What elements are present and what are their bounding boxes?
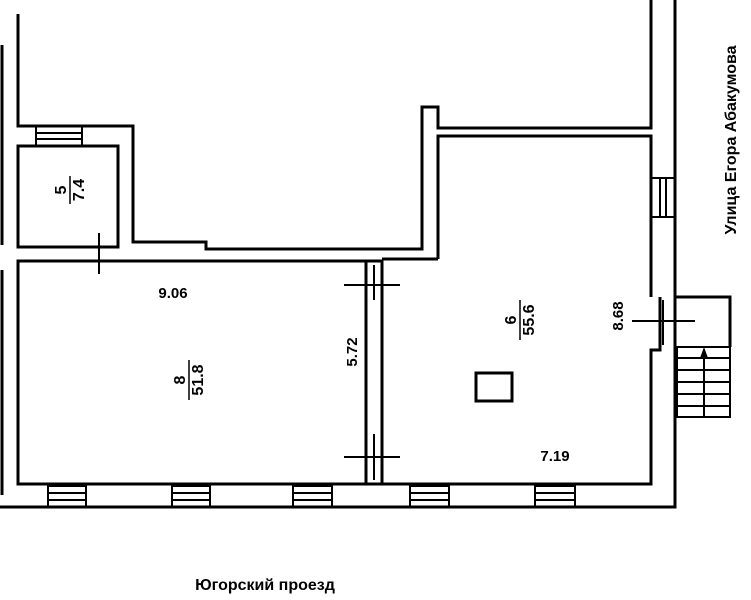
windows xyxy=(35,125,676,508)
room-8-depth: 5.72 xyxy=(344,337,361,366)
street-east-label: Улица Егора Абакумова xyxy=(723,45,740,234)
column xyxy=(474,371,514,403)
window xyxy=(47,485,87,508)
window xyxy=(35,125,83,147)
window xyxy=(409,485,450,508)
window xyxy=(534,485,576,508)
doors xyxy=(85,233,695,480)
window xyxy=(650,177,676,218)
svg-text:6: 6 xyxy=(503,315,520,324)
svg-text:55.6: 55.6 xyxy=(521,304,538,335)
window xyxy=(292,485,333,508)
window xyxy=(171,485,211,508)
room-6-label: 6 55.6 xyxy=(503,300,538,340)
room-8-label: 8 51.8 xyxy=(172,360,207,400)
svg-text:5: 5 xyxy=(53,185,70,194)
room-8-width: 9.06 xyxy=(158,285,187,302)
room-6-depth: 8.68 xyxy=(610,301,627,330)
entrance-stairs xyxy=(676,346,731,418)
room-6-width: 7.19 xyxy=(540,448,569,465)
walls xyxy=(0,0,732,509)
svg-text:7.4: 7.4 xyxy=(71,179,88,201)
svg-text:51.8: 51.8 xyxy=(190,364,207,395)
partition-wall xyxy=(364,259,384,486)
room-5-outline xyxy=(16,144,120,249)
room-5-label: 5 7.4 xyxy=(53,176,88,204)
svg-text:8: 8 xyxy=(172,375,189,384)
street-south-label: Югорский проезд xyxy=(195,577,335,594)
